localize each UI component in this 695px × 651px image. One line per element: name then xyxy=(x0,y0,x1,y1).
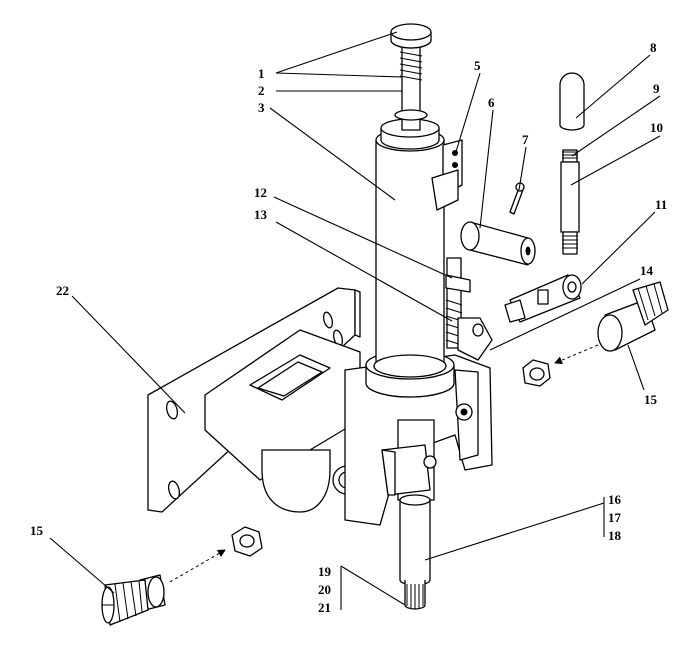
label-9: 9 xyxy=(653,81,660,96)
pivot-pin xyxy=(460,221,536,266)
label-6: 6 xyxy=(488,95,495,110)
label-14: 14 xyxy=(640,263,654,278)
label-15-right: 15 xyxy=(644,392,658,407)
cotter-pin xyxy=(509,182,525,215)
label-2: 2 xyxy=(258,83,265,98)
label-20: 20 xyxy=(318,582,331,597)
label-22: 22 xyxy=(56,283,69,298)
cap xyxy=(559,72,585,131)
callout-labels: 1 2 3 5 6 7 8 9 10 11 12 13 14 15 15 16 … xyxy=(30,40,667,615)
label-13: 13 xyxy=(254,207,268,222)
label-5: 5 xyxy=(474,58,481,73)
label-21: 21 xyxy=(318,600,331,615)
label-1: 1 xyxy=(258,66,265,81)
left-nut xyxy=(231,526,263,557)
label-19: 19 xyxy=(318,564,332,579)
lower-shaft xyxy=(381,419,437,610)
clevis-link xyxy=(504,274,582,323)
arrow-icon-left xyxy=(169,549,226,583)
mounting-plate xyxy=(147,287,362,513)
side-spring xyxy=(445,257,493,361)
label-10: 10 xyxy=(650,120,663,135)
label-17: 17 xyxy=(608,510,622,525)
label-16: 16 xyxy=(608,492,622,507)
label-18: 18 xyxy=(608,528,622,543)
label-11: 11 xyxy=(655,197,667,212)
threaded-pin xyxy=(560,149,580,255)
label-3: 3 xyxy=(258,100,265,115)
leader-lines xyxy=(49,31,661,610)
left-bolt xyxy=(101,574,166,626)
right-nut xyxy=(522,359,551,387)
label-7: 7 xyxy=(522,132,529,147)
label-8: 8 xyxy=(650,40,657,55)
label-12: 12 xyxy=(254,185,267,200)
right-bolt xyxy=(597,281,669,352)
top-rod xyxy=(390,23,432,131)
label-15-left: 15 xyxy=(30,523,44,538)
arrow-icon xyxy=(554,344,599,364)
